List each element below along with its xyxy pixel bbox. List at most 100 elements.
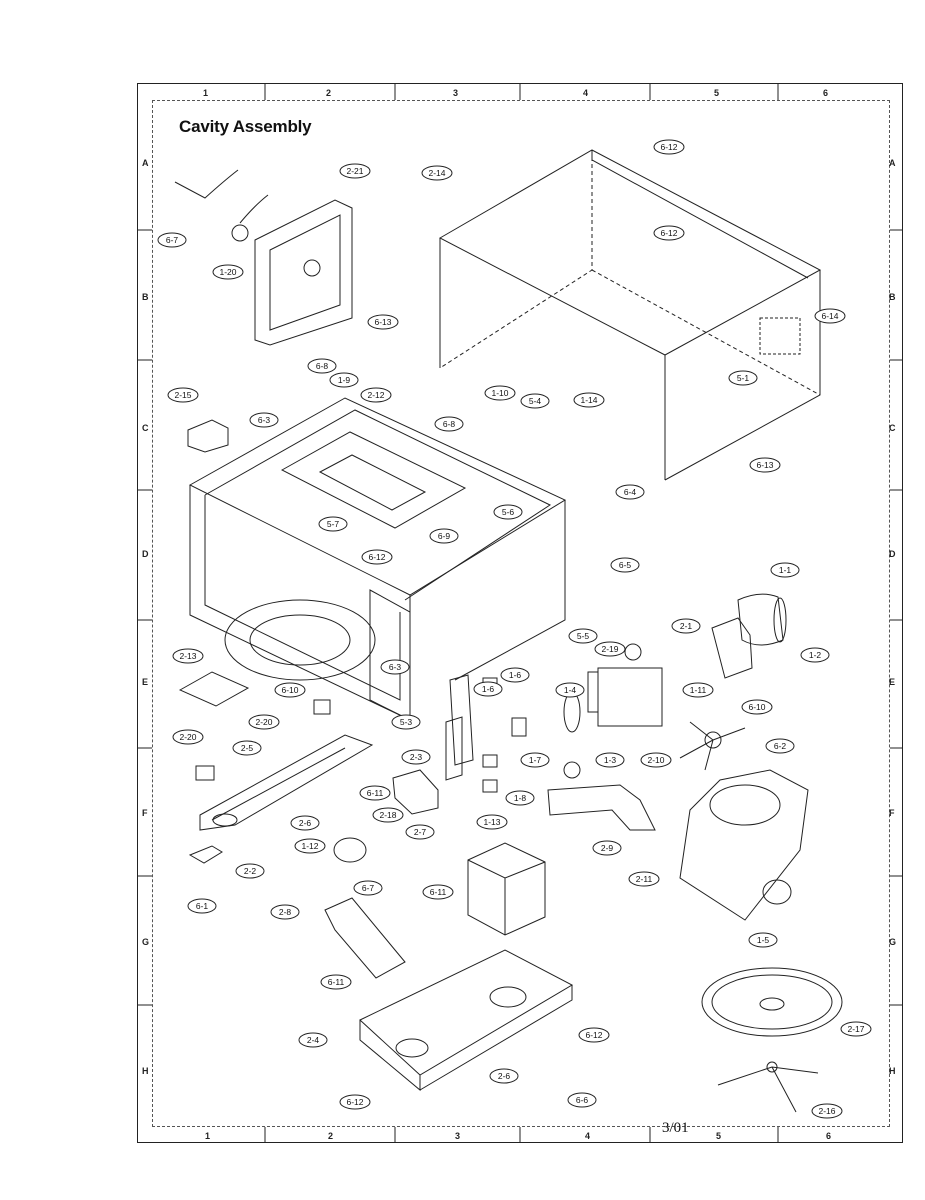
svg-text:6-7: 6-7 [166, 235, 179, 245]
svg-text:1-13: 1-13 [483, 817, 500, 827]
svg-text:1-20: 1-20 [219, 267, 236, 277]
svg-text:1-14: 1-14 [580, 395, 597, 405]
callout-6-14: 6-14 [814, 308, 846, 324]
callout-2-18: 2-18 [372, 807, 404, 823]
callout-2-4: 2-4 [298, 1032, 328, 1048]
callout-6-12b: 6-12 [653, 225, 685, 241]
callout-1-8: 1-8 [505, 790, 535, 806]
callout-2-17: 2-17 [840, 1021, 872, 1037]
svg-text:6-13: 6-13 [756, 460, 773, 470]
callout-1-12: 1-12 [294, 838, 326, 854]
svg-text:2-20: 2-20 [255, 717, 272, 727]
svg-text:6-1: 6-1 [196, 901, 209, 911]
grid-row-label-f-right: F [889, 808, 895, 818]
grid-col-label-5: 5 [714, 88, 720, 98]
grid-row-label-c: C [142, 423, 149, 433]
grid-row-label-g: G [142, 937, 150, 947]
callout-6-12e: 6-12 [339, 1094, 371, 1110]
callout-2-15: 2-15 [167, 387, 199, 403]
svg-text:6-9: 6-9 [438, 531, 451, 541]
svg-text:2-17: 2-17 [847, 1024, 864, 1034]
svg-text:2-14: 2-14 [428, 168, 445, 178]
svg-text:1-8: 1-8 [514, 793, 527, 803]
callout-2-21: 2-21 [339, 163, 371, 179]
revision-date: 3/01 [662, 1120, 689, 1136]
callout-2-16: 2-16 [811, 1103, 843, 1119]
svg-text:2-3: 2-3 [410, 752, 423, 762]
grid-col-label-4: 4 [583, 88, 589, 98]
svg-text:2-1: 2-1 [680, 621, 693, 631]
svg-text:2-19: 2-19 [601, 644, 618, 654]
callout-5-3: 5-3 [391, 714, 421, 730]
svg-text:6-10: 6-10 [281, 685, 298, 695]
callout-1-9: 1-9 [329, 372, 359, 388]
callout-2-19: 2-19 [594, 641, 626, 657]
svg-text:2-15: 2-15 [174, 390, 191, 400]
callout-1-2: 1-2 [800, 647, 830, 663]
callout-6-8a: 6-8 [307, 358, 337, 374]
callout-2-11: 2-11 [628, 871, 660, 887]
svg-text:6-11: 6-11 [328, 977, 345, 987]
svg-text:1-3: 1-3 [604, 755, 617, 765]
callout-6-12c: 6-12 [361, 549, 393, 565]
grid-row-label-a: A [142, 158, 149, 168]
callout-1-6a: 1-6 [473, 681, 503, 697]
callout-2-20b: 2-20 [248, 714, 280, 730]
svg-text:2-6: 2-6 [498, 1071, 511, 1081]
svg-text:2-5: 2-5 [241, 743, 254, 753]
callout-6-2: 6-2 [765, 738, 795, 754]
grid-row-label-g-right: G [889, 937, 897, 947]
callout-2-6a: 2-6 [290, 815, 320, 831]
grid-row-label-h: H [142, 1066, 149, 1076]
callout-1-7: 1-7 [520, 752, 550, 768]
callout-2-6b: 2-6 [489, 1068, 519, 1084]
svg-text:1-7: 1-7 [529, 755, 542, 765]
callout-2-13: 2-13 [172, 648, 204, 664]
grid-row-label-b: B [142, 292, 149, 302]
callout-6-4: 6-4 [615, 484, 645, 500]
svg-text:6-5: 6-5 [619, 560, 632, 570]
callout-2-2: 2-2 [235, 863, 265, 879]
callout-1-11: 1-11 [682, 682, 714, 698]
grid-col-label-4-bottom: 4 [585, 1131, 591, 1141]
grid-col-label-6: 6 [823, 88, 829, 98]
grid-col-label-3: 3 [453, 88, 459, 98]
callout-2-8: 2-8 [270, 904, 300, 920]
svg-text:2-7: 2-7 [414, 827, 427, 837]
drawing-frame-inner [152, 100, 890, 1127]
callout-6-13b: 6-13 [749, 457, 781, 473]
grid-row-label-e-right: E [889, 677, 896, 687]
grid-row-label-c-right: C [889, 423, 896, 433]
callout-2-5: 2-5 [232, 740, 262, 756]
grid-col-label-3-bottom: 3 [455, 1131, 461, 1141]
callout-6-9: 6-9 [429, 528, 459, 544]
callout-2-7: 2-7 [405, 824, 435, 840]
callout-2-9: 2-9 [592, 840, 622, 856]
svg-text:5-3: 5-3 [400, 717, 413, 727]
svg-text:5-7: 5-7 [327, 519, 340, 529]
grid-col-label-2: 2 [326, 88, 332, 98]
svg-text:2-2: 2-2 [244, 866, 257, 876]
callout-5-5: 5-5 [568, 628, 598, 644]
svg-text:6-14: 6-14 [821, 311, 838, 321]
callout-6-5: 6-5 [610, 557, 640, 573]
grid-col-label-1: 1 [203, 88, 209, 98]
grid-row-label-e: E [142, 677, 149, 687]
svg-text:6-11: 6-11 [430, 887, 447, 897]
callout-1-3: 1-3 [595, 752, 625, 768]
callout-6-12d: 6-12 [578, 1027, 610, 1043]
svg-text:2-4: 2-4 [307, 1035, 320, 1045]
grid-col-label-6-bottom: 6 [826, 1131, 832, 1141]
grid-row-label-d-right: D [889, 549, 896, 559]
svg-text:6-12: 6-12 [585, 1030, 602, 1040]
callout-2-20a: 2-20 [172, 729, 204, 745]
svg-text:2-8: 2-8 [279, 907, 292, 917]
callout-6-10b: 6-10 [741, 699, 773, 715]
callout-5-7: 5-7 [318, 516, 348, 532]
callout-2-1: 2-1 [671, 618, 701, 634]
svg-text:2-10: 2-10 [647, 755, 664, 765]
grid-row-label-a-right: A [889, 158, 896, 168]
svg-text:1-4: 1-4 [564, 685, 577, 695]
svg-text:6-3: 6-3 [258, 415, 271, 425]
